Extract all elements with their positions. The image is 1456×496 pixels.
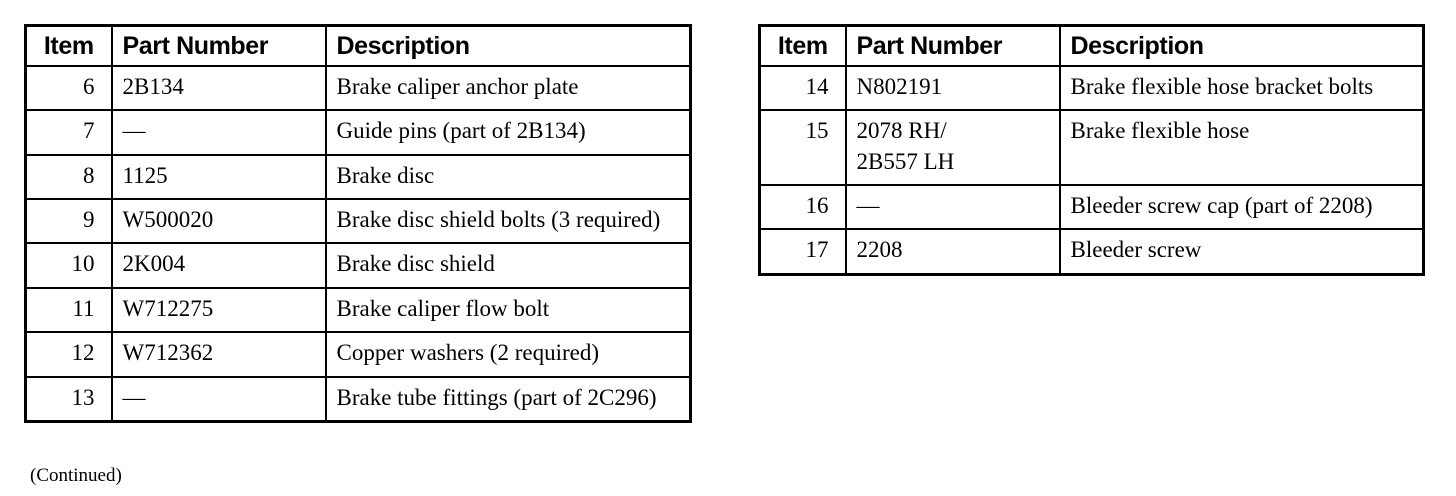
item-cell: 14: [758, 64, 847, 112]
part-number-cell: —: [844, 184, 1061, 231]
description-cell: Brake caliper flow bolt: [324, 286, 692, 334]
column-header-description: Description: [324, 24, 692, 67]
column-header-item: Item: [758, 24, 847, 67]
description-cell: Brake disc shield bolts (3 required): [324, 198, 692, 245]
item-cell: 13: [24, 375, 113, 423]
part-number-cell: —: [110, 375, 327, 423]
header-row: Item Part Number Description: [24, 24, 692, 67]
part-number-cell: 2078 RH/ 2B557 LH: [844, 109, 1061, 187]
table-header: Item Part Number Description: [758, 24, 1425, 67]
item-cell: 11: [24, 286, 113, 334]
part-number-cell: W712275: [110, 286, 327, 334]
item-cell: 7: [24, 109, 113, 156]
item-cell: 17: [758, 228, 847, 276]
part-number-cell: —: [110, 109, 327, 156]
item-cell: 12: [24, 331, 113, 378]
description-cell: Brake disc: [324, 153, 692, 201]
part-number-cell: 2B134: [110, 64, 327, 112]
description-cell: Brake tube fittings (part of 2C296): [324, 375, 692, 423]
part-number-cell: N802191: [844, 64, 1061, 112]
column-header-item: Item: [24, 24, 113, 67]
item-cell: 8: [24, 153, 113, 201]
column-header-part-number: Part Number: [110, 24, 327, 67]
table-row: 16—Bleeder screw cap (part of 2208): [758, 184, 1425, 231]
table-row: 13—Brake tube fittings (part of 2C296): [24, 375, 692, 423]
part-number-cell: 2208: [844, 228, 1061, 276]
part-number-cell: W712362: [110, 331, 327, 378]
description-cell: Brake flexible hose: [1058, 109, 1425, 187]
part-number-cell: 1125: [110, 153, 327, 201]
item-cell: 9: [24, 198, 113, 245]
description-cell: Brake disc shield: [324, 242, 692, 289]
part-number-cell: 2K004: [110, 242, 327, 289]
description-cell: Bleeder screw cap (part of 2208): [1058, 184, 1425, 231]
description-cell: Bleeder screw: [1058, 228, 1425, 276]
column-header-part-number: Part Number: [844, 24, 1061, 67]
item-cell: 6: [24, 64, 113, 112]
description-cell: Brake flexible hose bracket bolts: [1058, 64, 1425, 112]
description-cell: Copper washers (2 required): [324, 331, 692, 378]
header-row: Item Part Number Description: [758, 24, 1425, 67]
continued-note: (Continued): [30, 465, 122, 486]
item-cell: 16: [758, 184, 847, 231]
description-cell: Guide pins (part of 2B134): [324, 109, 692, 156]
item-cell: 10: [24, 242, 113, 289]
column-header-description: Description: [1058, 24, 1425, 67]
item-cell: 15: [758, 109, 847, 187]
table-row: 7—Guide pins (part of 2B134): [24, 109, 692, 156]
description-cell: Brake caliper anchor plate: [324, 64, 692, 112]
part-number-cell: W500020: [110, 198, 327, 245]
table-header: Item Part Number Description: [24, 24, 692, 67]
